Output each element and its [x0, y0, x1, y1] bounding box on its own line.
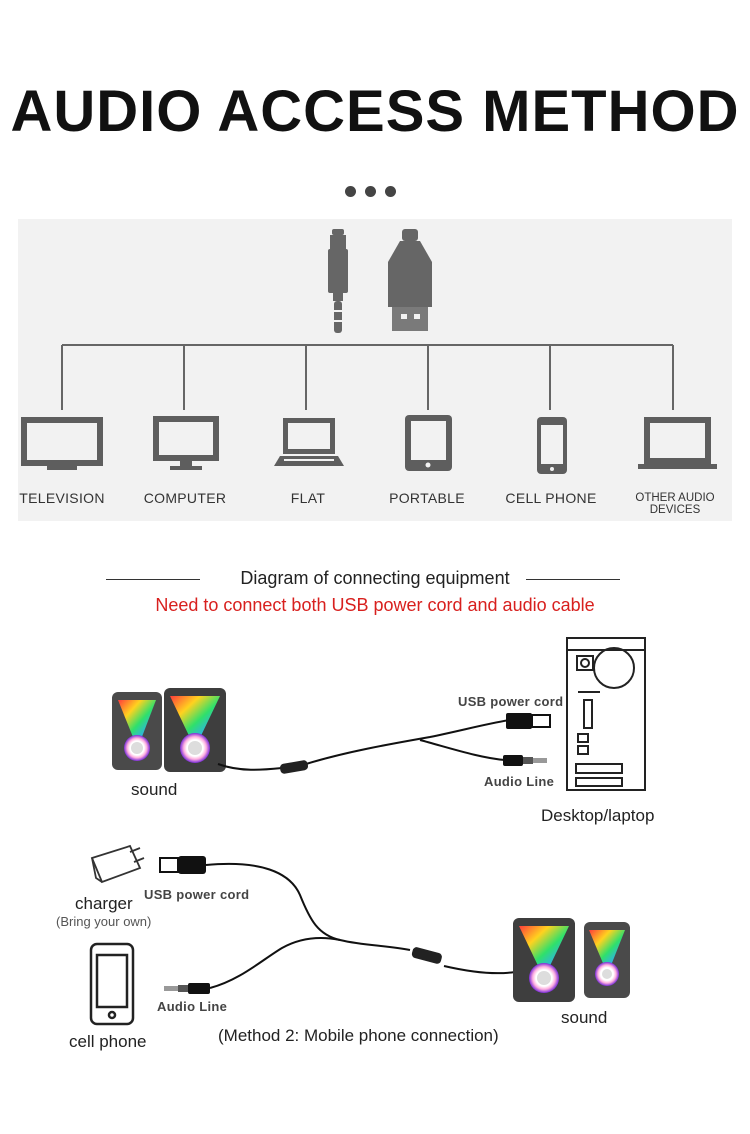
- diagram-heading: Diagram of connecting equipment: [240, 568, 510, 588]
- device-panel: [18, 219, 732, 521]
- usb-label-method2: USB power cord: [144, 887, 250, 902]
- speaker-label-method1: sound: [131, 780, 178, 799]
- charger-label: charger: [75, 894, 133, 913]
- monitor-icon: [638, 417, 717, 469]
- desktop-tower-icon: [566, 637, 646, 791]
- diagram-warning: Need to connect both USB power cord and …: [155, 595, 595, 615]
- phone-label: cell phone: [69, 1032, 147, 1051]
- usb-plug-icon: [388, 229, 432, 331]
- inline-volume-control: [279, 760, 309, 774]
- usb-plug-method1: [506, 713, 551, 729]
- page-title: AUDIO ACCESS METHOD: [10, 79, 740, 144]
- computer-icon: [153, 416, 219, 470]
- device-label-computer: COMPUTER: [143, 490, 227, 506]
- device-label-television: TELEVISION: [19, 490, 105, 506]
- tablet-icon: [405, 415, 452, 471]
- charger-icon: [90, 844, 145, 884]
- laptop-icon: [274, 418, 344, 466]
- inline-volume-control-2: [411, 947, 442, 964]
- audio-plug-method1: [503, 755, 547, 766]
- device-label-cell-phone: CELL PHONE: [505, 490, 597, 506]
- television-icon: [21, 417, 103, 470]
- method2-caption: (Method 2: Mobile phone connection): [218, 1026, 499, 1045]
- audio-plug-method2: [164, 983, 210, 994]
- cell-phone-icon: [537, 417, 567, 474]
- separator-dots: [345, 184, 405, 202]
- audio-jack-icon: [328, 229, 348, 333]
- usb-plug-method2: [159, 856, 206, 874]
- heading-rule-right: [526, 579, 620, 580]
- audio-label-method2: Audio Line: [157, 999, 228, 1014]
- heading-rule-left: [106, 579, 200, 580]
- pc-label: Desktop/laptop: [541, 806, 655, 825]
- method2-cables: [205, 862, 516, 989]
- usb-label-method1: USB power cord: [458, 694, 564, 709]
- speaker-pair-method2: [513, 918, 630, 1002]
- method1-cables: [217, 719, 511, 771]
- cell-phone-method2-icon: [89, 942, 135, 1026]
- speaker-label-method2: sound: [561, 1008, 608, 1027]
- tree-connector-lines: [61, 344, 674, 410]
- charger-note: (Bring your own): [56, 914, 152, 929]
- device-label-other-audio: OTHER AUDIO DEVICES: [635, 492, 715, 516]
- device-label-portable: PORTABLE: [389, 490, 465, 506]
- audio-label-method1: Audio Line: [484, 774, 555, 789]
- device-label-flat: FLAT: [290, 490, 326, 506]
- speaker-pair-method1: [112, 688, 226, 772]
